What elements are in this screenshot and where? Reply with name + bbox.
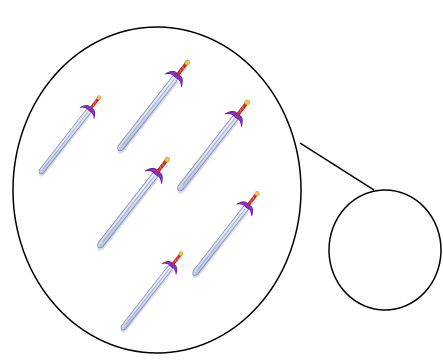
small-circle-container — [329, 190, 441, 310]
connector-line — [300, 143, 374, 190]
sword-1 — [31, 90, 107, 180]
sword-6 — [113, 246, 189, 336]
sword-4 — [89, 151, 177, 256]
large-ellipse-container — [13, 27, 301, 353]
sword-2 — [109, 54, 197, 159]
sword-3 — [169, 94, 257, 199]
sword-5 — [184, 186, 266, 283]
